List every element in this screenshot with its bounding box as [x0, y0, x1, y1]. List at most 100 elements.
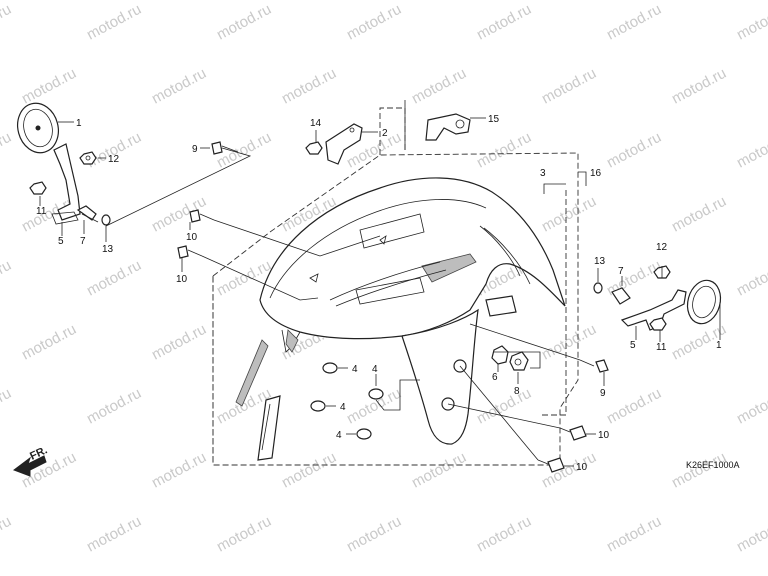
watermark-text: motod.ru	[539, 449, 599, 492]
callout-14: 14	[310, 118, 322, 129]
watermark-text: motod.ru	[734, 1, 768, 44]
watermark-text: motod.ru	[539, 193, 599, 236]
watermark-text: motod.ru	[214, 513, 274, 556]
callout-7: 7	[80, 236, 86, 247]
watermark-text: motod.ru	[214, 1, 274, 44]
reflector-left	[17, 102, 66, 154]
callout-11: 11	[36, 206, 47, 217]
bolt-10-right-b	[537, 457, 565, 473]
watermark-text: motod.ru	[149, 65, 209, 108]
watermark-text: motod.ru	[0, 257, 14, 300]
callout-12: 12	[108, 154, 120, 165]
watermark-text: motod.ru	[214, 129, 274, 172]
callout-10: 10	[176, 274, 188, 285]
screw-7-right	[611, 287, 631, 305]
assembly-box-16	[404, 100, 567, 416]
watermark-text: motod.ru	[84, 257, 144, 300]
callout-9: 9	[192, 144, 198, 155]
watermark-text: motod.ru	[734, 129, 768, 172]
diagram-code: K26EF1000A	[686, 460, 740, 470]
screw-7-left	[76, 205, 99, 223]
front-fender	[259, 177, 566, 445]
decal-strip	[235, 339, 281, 461]
bolt-10-left-a	[189, 209, 215, 223]
watermark-text: motod.ru	[0, 513, 14, 556]
watermark-text: motod.ru	[604, 385, 664, 428]
washer-4-d	[356, 428, 372, 440]
reflector-bracket-left	[51, 143, 81, 225]
nut-14	[305, 141, 323, 155]
washer-13-right	[593, 282, 603, 294]
callout-4: 4	[340, 402, 346, 413]
bracket-2	[325, 123, 363, 165]
bolt-9-right	[579, 359, 609, 373]
watermark-text: motod.ru	[604, 1, 664, 44]
watermark-text: motod.ru	[344, 513, 404, 556]
bolt-10-right-a	[559, 425, 587, 441]
watermark-text: motod.ru	[0, 385, 14, 428]
callout-15: 15	[488, 114, 500, 125]
watermark-text: motod.ru	[604, 129, 664, 172]
watermark-text: motod.ru	[344, 1, 404, 44]
watermark-text: motod.ru	[149, 321, 209, 364]
callout-13: 13	[102, 244, 114, 255]
washer-13-left	[101, 214, 111, 226]
bolt-10-left-b	[177, 245, 203, 259]
watermark-text: motod.ru	[84, 513, 144, 556]
watermark-text: motod.ru	[539, 321, 599, 364]
watermark-text: motod.ru	[669, 65, 729, 108]
watermark-text: motod.ru	[409, 449, 469, 492]
watermark-text: motod.ru	[604, 513, 664, 556]
grommet-8	[509, 351, 529, 371]
callout-4: 4	[352, 364, 358, 375]
watermark-text: motod.ru	[669, 449, 729, 492]
callout-11: 11	[656, 342, 667, 353]
watermark-text: motod.ru	[734, 257, 768, 300]
callout-10: 10	[186, 232, 198, 243]
nut-12-left	[79, 151, 97, 165]
watermark-text: motod.ru	[19, 65, 79, 108]
callout-10: 10	[598, 430, 610, 441]
callout-9: 9	[600, 388, 606, 399]
watermark-text: motod.ru	[409, 65, 469, 108]
watermark-text: motod.ru	[279, 449, 339, 492]
watermark-text: motod.ru	[149, 449, 209, 492]
callout-5: 5	[58, 236, 64, 247]
washer-4-b	[368, 388, 384, 400]
watermark-text: motod.ru	[84, 1, 144, 44]
callout-4: 4	[372, 364, 378, 375]
callout-2: 2	[382, 128, 388, 139]
leader-lines	[39, 117, 721, 467]
callout-1: 1	[76, 118, 82, 129]
watermark-text: motod.ru	[734, 385, 768, 428]
callout-13: 13	[594, 256, 606, 267]
watermark-text: motod.ru	[474, 385, 534, 428]
callout-3: 3	[540, 168, 546, 179]
clamp-15	[425, 113, 471, 141]
callout-16: 16	[590, 168, 602, 179]
washer-4-a	[322, 362, 338, 374]
watermark-text: motod.ru	[734, 513, 768, 556]
grommet-6	[491, 345, 509, 365]
watermark-text: motod.ru	[84, 385, 144, 428]
callout-7: 7	[618, 266, 624, 277]
bolt-9-left	[211, 141, 239, 155]
watermark-text: motod.ru	[669, 193, 729, 236]
callout-6: 6	[492, 372, 498, 383]
watermark-text: motod.ru	[474, 513, 534, 556]
watermark-text: motod.ru	[0, 129, 14, 172]
nut-11-left	[29, 181, 47, 195]
watermark-text: motod.ru	[279, 65, 339, 108]
callout-4: 4	[336, 430, 342, 441]
callout-1: 1	[716, 340, 722, 351]
callout-10: 10	[576, 462, 588, 473]
front-label: FR.	[28, 444, 49, 462]
front-direction-arrow-icon	[12, 455, 47, 477]
callout-8: 8	[514, 386, 520, 397]
watermark-text: motod.ru	[0, 1, 14, 44]
callout-5: 5	[630, 340, 636, 351]
nut-11-right	[649, 317, 667, 331]
